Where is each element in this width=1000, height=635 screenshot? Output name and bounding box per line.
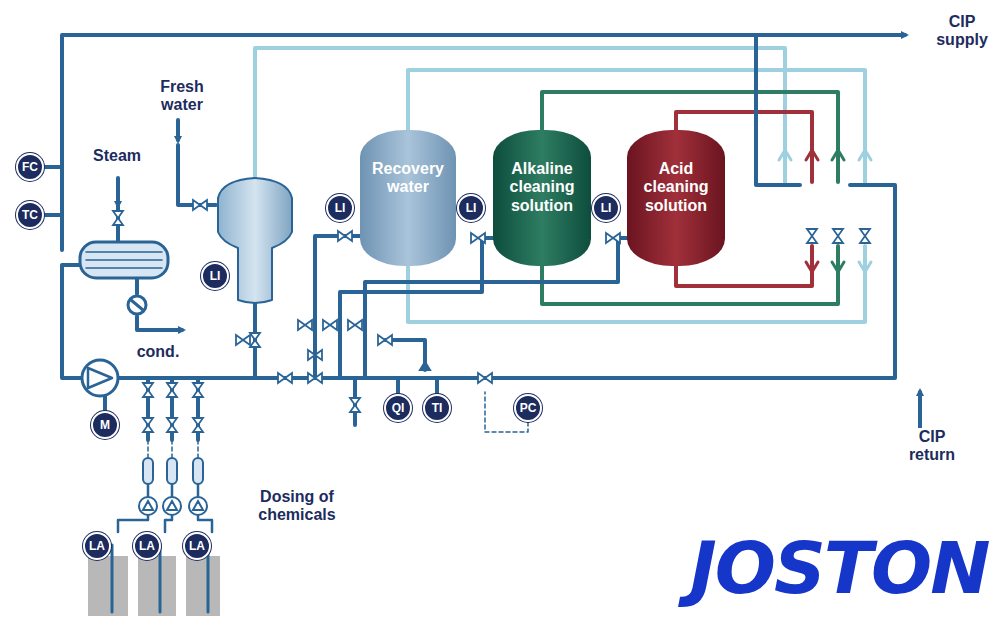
instrument-circle: LI [326, 194, 354, 222]
instrument-circle: LI [457, 194, 485, 222]
tank-label: Acid cleaning solution [627, 160, 725, 215]
instrument-circle: LA [133, 532, 161, 560]
valve-symbol [860, 229, 870, 243]
instrument-circle: QI [384, 394, 412, 422]
instrument-tag: TI [432, 402, 443, 414]
valve-symbol [143, 418, 153, 432]
valve-symbol [378, 335, 392, 345]
valve-symbol [236, 335, 250, 345]
instrument-tag: TC [22, 209, 38, 221]
instrument-circle: LA [183, 532, 211, 560]
tank-label: Recovery water [360, 160, 456, 197]
stream-label: Steam [80, 147, 154, 165]
valve-symbol [348, 320, 362, 330]
instrument-tag: LA [139, 540, 155, 552]
valve-symbol [193, 383, 203, 397]
instrument-tag: M [100, 419, 110, 431]
instrument-tag: QI [392, 402, 405, 414]
stream-label: Dosing of chemicals [240, 488, 354, 525]
instrument-tag: LA [189, 540, 205, 552]
valve-symbol [298, 320, 312, 330]
valve-symbol [606, 233, 620, 243]
tank: Acid cleaning solution [627, 130, 725, 266]
stream-label: Fresh water [145, 78, 219, 115]
tank-label: Alkaline cleaning solution [493, 160, 591, 215]
valve-symbol [113, 211, 123, 225]
valve-symbol [308, 350, 322, 360]
tank: Alkaline cleaning solution [493, 130, 591, 266]
valve-symbol [278, 373, 292, 383]
valve-symbol [350, 398, 360, 412]
valve-symbol [193, 418, 203, 432]
valve-symbol [833, 229, 843, 243]
logo-text: JOSTON [688, 527, 972, 610]
valve-symbol [807, 229, 817, 243]
valve-symbol [143, 383, 153, 397]
stream-label: cond. [126, 343, 190, 361]
instrument-tag: LI [601, 202, 612, 214]
instrument-tag: LI [466, 202, 477, 214]
valve-symbol [478, 373, 492, 383]
instrument-circle: M [91, 411, 119, 439]
instrument-circle: LI [201, 262, 229, 290]
instrument-tag: LA [89, 540, 105, 552]
instrument-tag: FC [22, 161, 38, 173]
instrument-circle: FC [16, 153, 44, 181]
instrument-tag: LI [335, 202, 346, 214]
instrument-tag: PC [520, 402, 537, 414]
instrument-circle: LA [83, 532, 111, 560]
instrument-circle: PC [514, 394, 542, 422]
stream-label: CIP return [895, 428, 969, 465]
valve-symbol [167, 383, 177, 397]
valve-symbol [308, 373, 322, 383]
instrument-circle: LI [592, 194, 620, 222]
stream-label: CIP supply [925, 13, 999, 50]
valve-symbol [323, 320, 337, 330]
instrument-circle: TC [16, 201, 44, 229]
valve-symbol [250, 333, 260, 347]
valve-symbol [338, 231, 352, 241]
valve-symbol [167, 418, 177, 432]
instrument-tag: LI [210, 270, 221, 282]
tank: Recovery water [360, 130, 456, 266]
instrument-circle: TI [423, 394, 451, 422]
valve-symbol [193, 200, 207, 210]
valve-symbol [471, 233, 485, 243]
